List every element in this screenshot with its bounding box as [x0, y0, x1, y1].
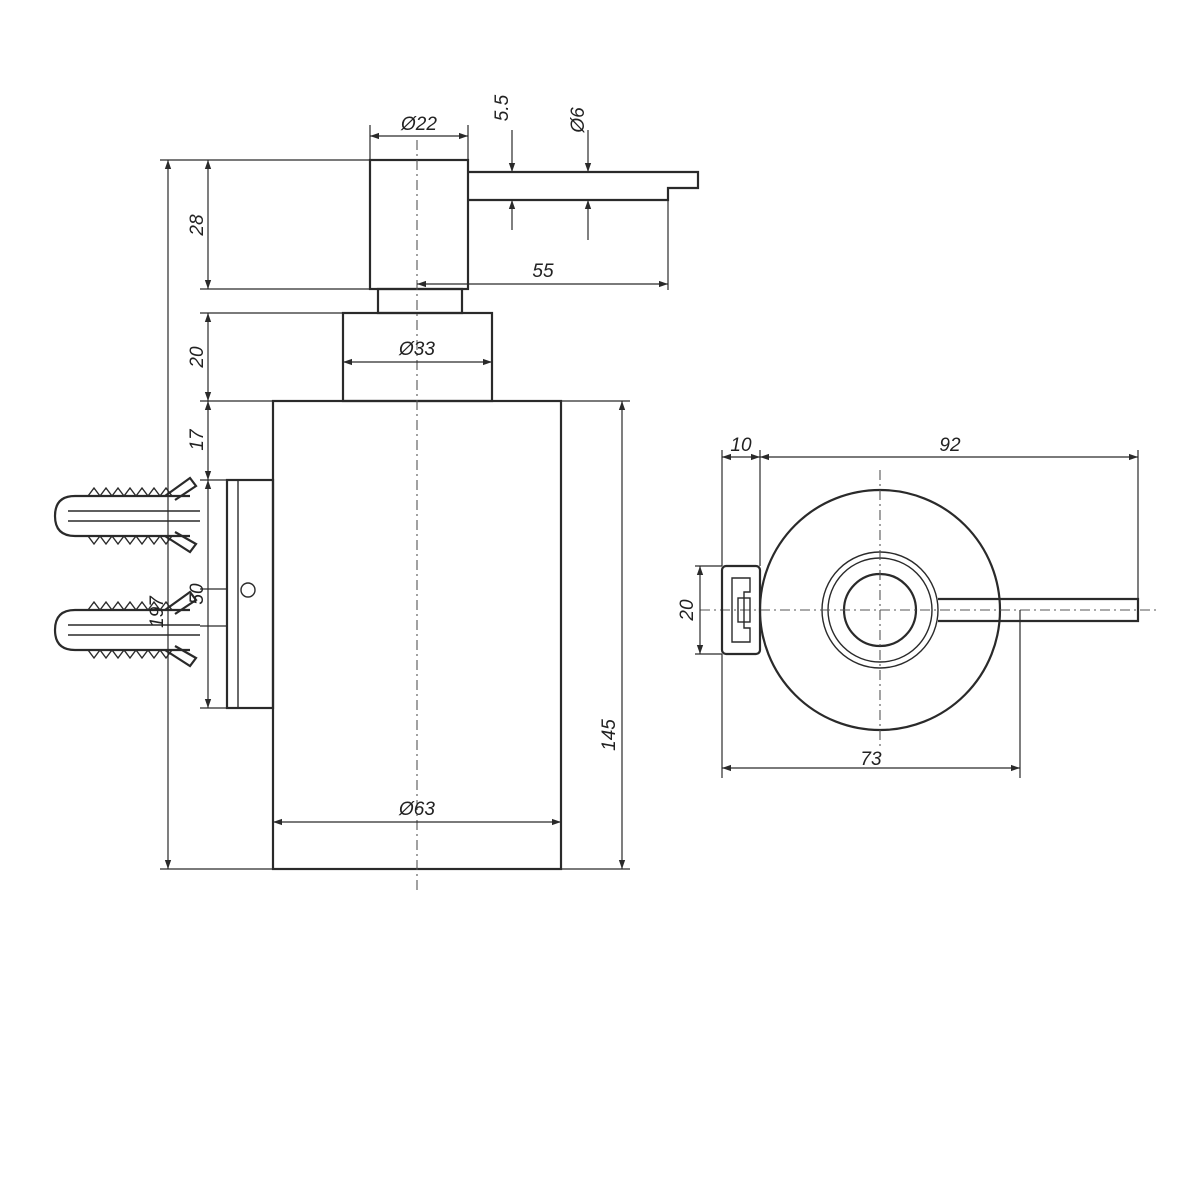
- dim-bracket-depth: 10: [730, 435, 752, 456]
- dim-bracket-offset: 17: [187, 428, 208, 451]
- dim-body-diameter: Ø63: [398, 799, 435, 820]
- dim-collar-height: 20: [187, 346, 208, 369]
- dim-bracket-overall: 197: [147, 595, 168, 628]
- dim-body-height: 145: [599, 719, 620, 751]
- top-bracket: [720, 564, 762, 656]
- spout-top: [938, 597, 1140, 623]
- dim-head-height: 28: [187, 214, 208, 237]
- dim-bracket-spacing: 50: [187, 583, 208, 605]
- side-view: Ø22 5.5 Ø6 28 55 20 Ø33 17 50 197: [53, 94, 700, 890]
- pump-head: [368, 158, 470, 291]
- dim-spout-length: 55: [532, 261, 554, 282]
- wall-plug-lower: [53, 590, 200, 668]
- dim-pump-diameter: Ø22: [400, 114, 437, 135]
- spout: [468, 170, 700, 202]
- wall-bracket: [225, 478, 275, 710]
- dim-spout-diameter: Ø6: [568, 107, 589, 134]
- wall-plug-upper: [53, 476, 200, 554]
- dim-spout-height: 5.5: [492, 94, 513, 121]
- bracket-screw-hole: [240, 582, 256, 598]
- top-view: 10 92 20 73: [677, 435, 1160, 778]
- dim-bracket-width: 20: [677, 599, 698, 622]
- dim-collar-diameter: Ø33: [398, 339, 435, 360]
- collar-neck: [376, 287, 464, 315]
- dim-overall-depth: 92: [939, 435, 961, 456]
- dim-top-body-diameter: 73: [860, 749, 882, 770]
